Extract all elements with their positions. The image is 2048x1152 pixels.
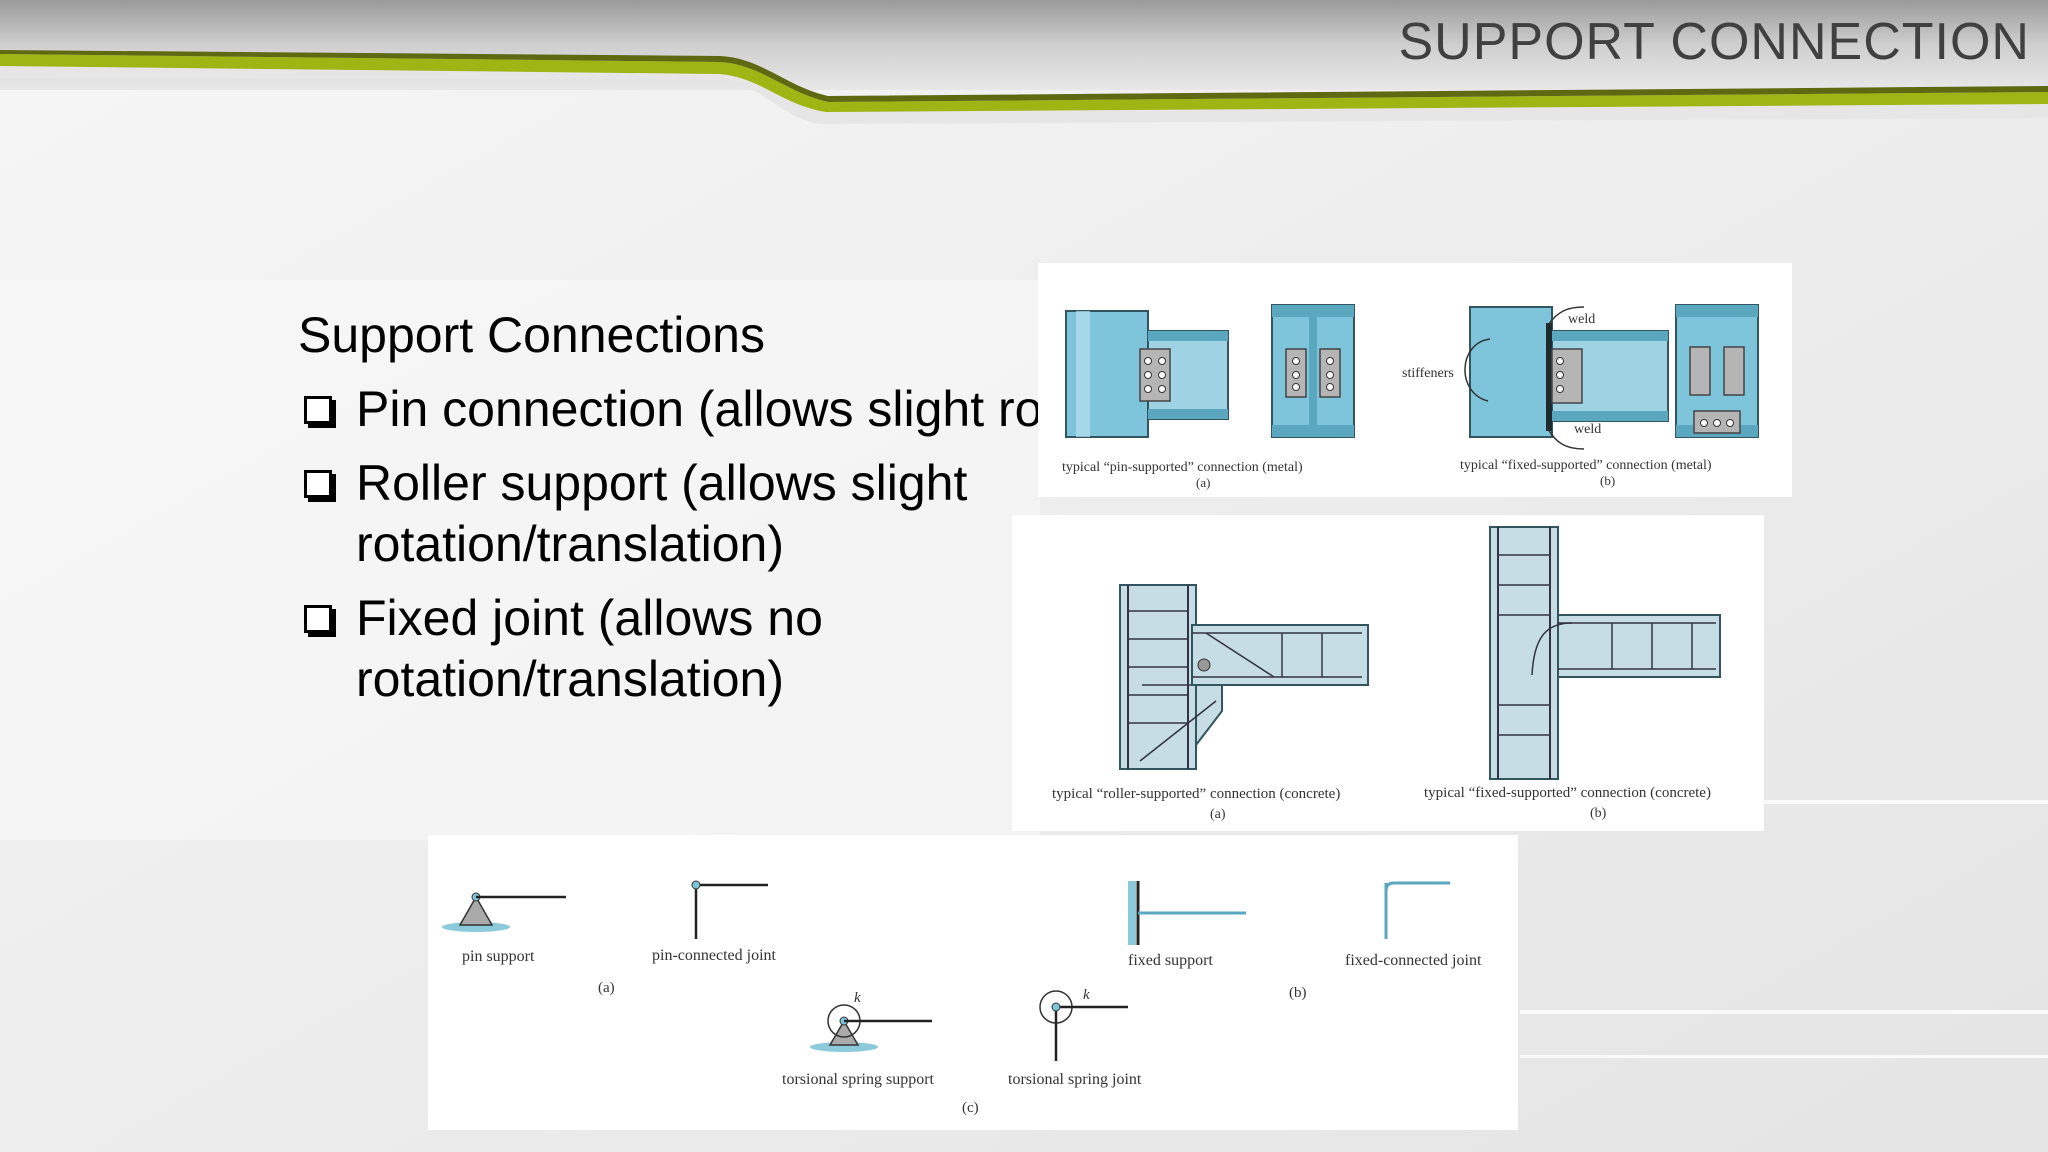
spring-support-label: torsional spring support <box>782 1071 935 1088</box>
checkbox-bullet-icon <box>304 605 332 633</box>
idealized-label-c: (c) <box>962 1100 979 1116</box>
metal-caption-a: typical “pin-supported” connection (meta… <box>1062 460 1303 475</box>
bullet-list: Support Connections Pin connection (allo… <box>298 305 1058 725</box>
idealized-label-a: (a) <box>598 980 615 996</box>
pin-joint-symbol <box>691 880 768 939</box>
metal-weld-top-label: weld <box>1568 312 1595 327</box>
bullet-text: Roller support (allows slight <box>356 455 968 511</box>
bullet-fixed: Fixed joint (allows no rotation/translat… <box>298 588 1058 710</box>
concrete-caption-b: typical “fixed-supported” connection (co… <box>1424 785 1711 801</box>
torsional-spring-joint-symbol <box>1039 990 1128 1061</box>
bullet-text: rotation/translation) <box>356 651 785 707</box>
pin-support-symbol <box>442 892 566 932</box>
metal-weld-bottom-label: weld <box>1574 422 1601 437</box>
concrete-label-b: (b) <box>1590 806 1607 821</box>
bullet-roller: Roller support (allows slight rotation/t… <box>298 453 1058 575</box>
spring-k-label: k <box>854 990 861 1006</box>
fixed-concrete-illustration <box>1489 526 1721 780</box>
pin-connection-front-illustration <box>1271 304 1355 438</box>
concrete-label-a: (a) <box>1210 807 1226 822</box>
fixed-joint-symbol <box>1384 881 1450 939</box>
pin-joint-label: pin-connected joint <box>652 947 777 964</box>
list-heading: Support Connections <box>298 307 765 363</box>
fixed-joint-label: fixed-connected joint <box>1345 952 1482 969</box>
metal-connection-figure: stiffeners weld weld typical “pin-suppor… <box>1038 263 1792 497</box>
fixed-support-label: fixed support <box>1128 952 1213 969</box>
fixed-support-symbol <box>1128 881 1246 945</box>
spring-k-label: k <box>1083 987 1090 1003</box>
pin-support-label: pin support <box>462 948 535 965</box>
bullet-text: Pin connection (allows slight rotation) <box>356 381 1058 437</box>
checkbox-bullet-icon <box>304 470 332 498</box>
checkbox-bullet-icon <box>304 396 332 424</box>
pin-connection-side-illustration <box>1065 310 1229 438</box>
metal-stiffeners-label: stiffeners <box>1402 366 1454 381</box>
bullet-text: rotation/translation) <box>356 516 785 572</box>
idealized-label-b: (b) <box>1289 985 1307 1001</box>
spring-joint-label: torsional spring joint <box>1008 1071 1142 1088</box>
concrete-connection-figure: typical “roller-supported” connection (c… <box>1012 515 1764 831</box>
bullet-pin: Pin connection (allows slight rotation) <box>298 379 1058 440</box>
fixed-connection-front-illustration <box>1675 304 1759 438</box>
torsional-spring-support-symbol <box>810 1004 932 1052</box>
roller-concrete-illustration <box>1119 584 1369 770</box>
idealized-support-figure: pin support pin-connected joint (a) fixe… <box>428 835 1518 1130</box>
concrete-caption-a: typical “roller-supported” connection (c… <box>1052 786 1340 802</box>
metal-caption-b: typical “fixed-supported” connection (me… <box>1460 458 1712 473</box>
slide-title: SUPPORT CONNECTION <box>1398 13 2030 71</box>
metal-label-b: (b) <box>1600 473 1615 488</box>
fixed-connection-side-illustration <box>1464 306 1669 450</box>
metal-label-a: (a) <box>1196 475 1210 490</box>
bullet-text: Fixed joint (allows no <box>356 590 823 646</box>
